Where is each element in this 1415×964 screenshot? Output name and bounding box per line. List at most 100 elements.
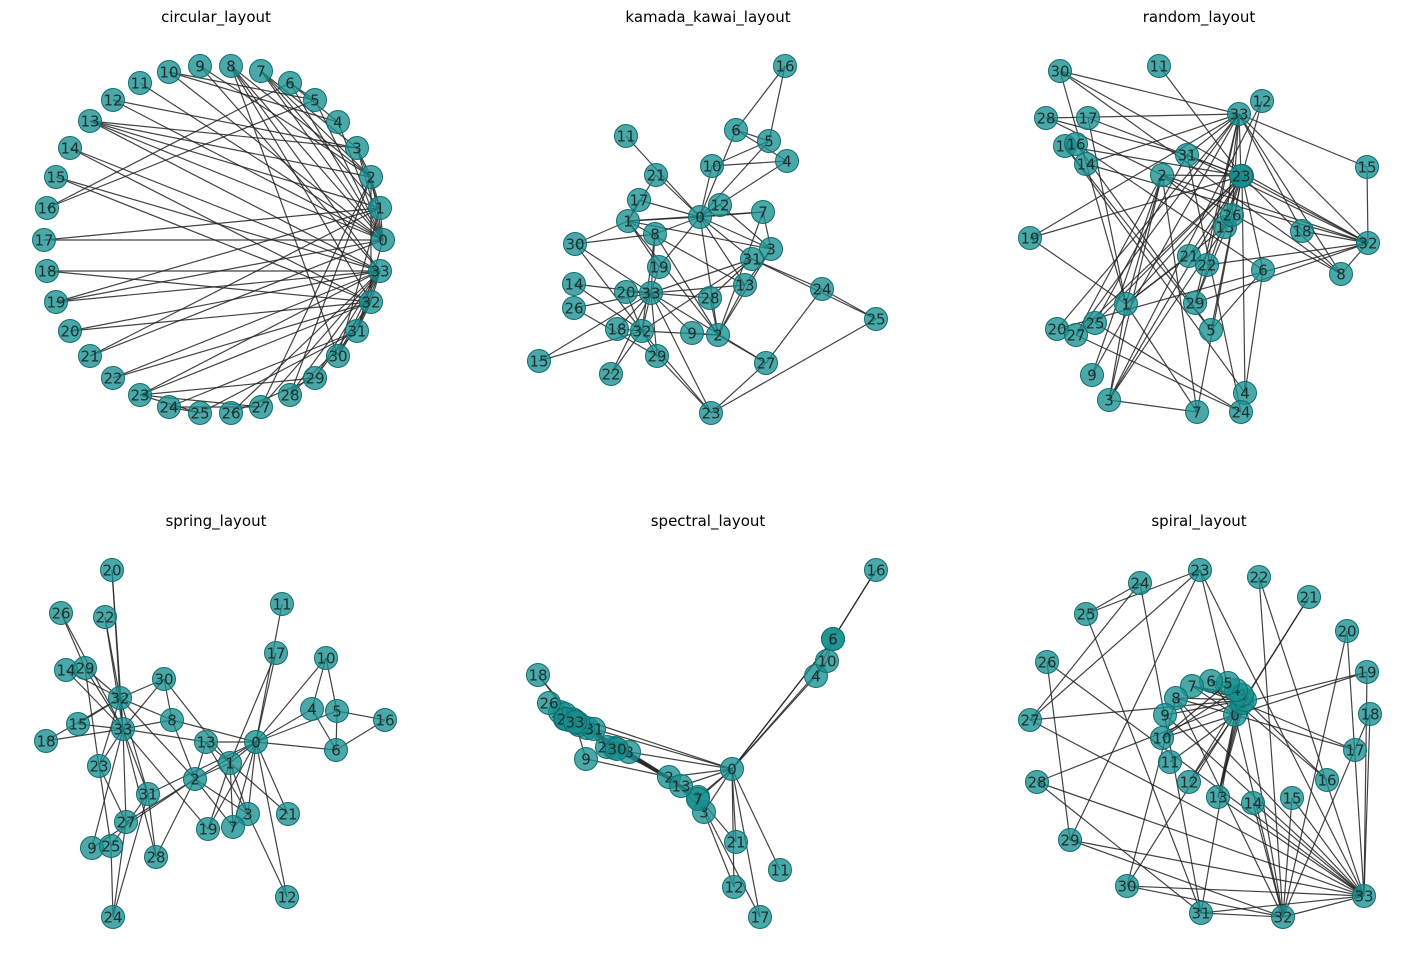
node-label-random-26: 26 [1222, 207, 1241, 225]
edge-spiral-2-32 [1244, 699, 1284, 918]
node-spiral-23 [1188, 558, 1212, 582]
node-label-spiral-30: 30 [1117, 878, 1136, 896]
node-random-3 [1097, 388, 1121, 412]
node-label-spiral-6: 6 [1206, 673, 1216, 691]
node-spiral-13 [1206, 785, 1230, 809]
edge-spiral-0-17 [1234, 714, 1356, 751]
edge-kamada-kawai-23-29 [656, 355, 712, 414]
node-random-9 [1080, 363, 1104, 387]
node-spiral-30 [1115, 874, 1139, 898]
nodes-kamada-kawai: 0123456789101112131415161718192021222324… [527, 54, 888, 425]
node-circular-30 [326, 344, 350, 368]
node-spectral-11 [768, 858, 792, 882]
node-kamada-kawai-2 [706, 323, 730, 347]
node-label-spring-12: 12 [277, 889, 296, 907]
edge-spectral-2-9 [585, 758, 670, 778]
node-circular-3 [345, 136, 369, 160]
edge-circular-5-10 [168, 71, 316, 101]
edge-kamada-kawai-23-25 [710, 318, 877, 414]
node-label-random-2: 2 [1157, 167, 1167, 185]
node-label-random-29: 29 [1185, 295, 1204, 313]
node-label-spectral-13: 13 [671, 778, 690, 796]
edge-circular-20-33 [69, 270, 381, 332]
node-circular-5 [303, 88, 327, 112]
node-label-spiral-33: 33 [1354, 888, 1373, 906]
node-label-circular-20: 20 [60, 323, 79, 341]
edge-random-26-33 [1231, 113, 1240, 216]
node-label-random-33: 33 [1229, 106, 1248, 124]
edge-spring-1-30 [163, 678, 231, 764]
edge-circular-25-31 [199, 330, 358, 414]
node-label-kamada-kawai-29: 29 [647, 348, 666, 366]
edge-circular-8-32 [230, 65, 372, 303]
node-label-random-15: 15 [1357, 159, 1376, 177]
edge-circular-13-33 [89, 120, 381, 272]
node-circular-19 [44, 290, 68, 314]
node-random-27 [1064, 323, 1088, 347]
edge-spiral-31-32 [1200, 912, 1284, 918]
node-label-spiral-13: 13 [1208, 789, 1227, 807]
node-label-spring-1: 1 [225, 755, 235, 773]
node-circular-21 [78, 344, 102, 368]
node-label-spectral-18: 18 [528, 667, 547, 685]
edge-circular-3-13 [89, 120, 358, 149]
node-circular-2 [359, 165, 383, 189]
node-label-spring-30: 30 [154, 671, 173, 689]
edge-spectral-0-11 [731, 768, 781, 871]
edge-kamada-kawai-31-32 [641, 258, 753, 332]
node-circular-24 [157, 395, 181, 419]
edge-spring-2-28 [155, 778, 196, 858]
node-kamada-kawai-11 [614, 124, 638, 148]
node-spectral-0 [720, 757, 744, 781]
node-label-kamada-kawai-13: 13 [735, 277, 754, 295]
edge-random-6-16 [1075, 143, 1264, 271]
edge-circular-3-12 [112, 99, 358, 149]
node-label-spring-4: 4 [307, 701, 317, 719]
node-label-spectral-8: 8 [624, 744, 634, 762]
node-spectral-10 [815, 649, 839, 673]
node-kamada-kawai-32 [630, 319, 654, 343]
node-label-spiral-27: 27 [1020, 712, 1039, 730]
node-circular-18 [35, 259, 59, 283]
node-label-circular-8: 8 [226, 58, 236, 76]
node-kamada-kawai-23 [699, 401, 723, 425]
node-circular-29 [303, 366, 327, 390]
node-label-kamada-kawai-17: 17 [629, 192, 648, 210]
edge-spiral-20-33 [1346, 630, 1365, 897]
nodes-spectral: 0123456789101112131415161718192021222324… [526, 558, 888, 929]
node-label-circular-7: 7 [256, 63, 266, 81]
node-spectral-18 [526, 663, 550, 687]
node-label-kamada-kawai-20: 20 [616, 284, 635, 302]
node-label-spring-6: 6 [331, 742, 341, 760]
node-label-random-14: 14 [1076, 156, 1095, 174]
node-label-spectral-9: 9 [581, 751, 591, 769]
edge-circular-2-13 [89, 120, 372, 178]
node-circular-4 [326, 110, 350, 134]
edge-spring-0-12 [255, 741, 288, 898]
nodes-random: 0123456789101112131415161718192021222324… [1018, 54, 1380, 424]
node-label-spring-32: 32 [110, 690, 129, 708]
node-label-kamada-kawai-15: 15 [529, 353, 548, 371]
node-label-spring-22: 22 [95, 609, 114, 627]
node-label-random-28: 28 [1036, 110, 1055, 128]
node-label-random-16: 16 [1066, 136, 1085, 154]
node-spiral-31 [1189, 901, 1213, 925]
node-random-22 [1195, 253, 1219, 277]
edge-spiral-15-32 [1282, 797, 1293, 918]
node-label-random-1: 1 [1121, 296, 1131, 314]
edge-circular-2-8 [230, 65, 372, 178]
node-circular-23 [128, 383, 152, 407]
edge-random-5-6 [1210, 269, 1264, 331]
node-label-spiral-8: 8 [1171, 690, 1181, 708]
node-label-circular-27: 27 [251, 399, 270, 417]
node-kamada-kawai-19 [647, 255, 671, 279]
edges-spectral [537, 569, 877, 918]
node-spring-5 [325, 699, 349, 723]
node-label-random-32: 32 [1358, 235, 1377, 253]
node-label-kamada-kawai-16: 16 [775, 58, 794, 76]
edge-circular-23-29 [139, 377, 316, 396]
node-label-spiral-11: 11 [1160, 754, 1179, 772]
panel-spectral: spectral_layout 012345678910111213141516… [526, 512, 888, 929]
node-label-spiral-24: 24 [1130, 575, 1149, 593]
